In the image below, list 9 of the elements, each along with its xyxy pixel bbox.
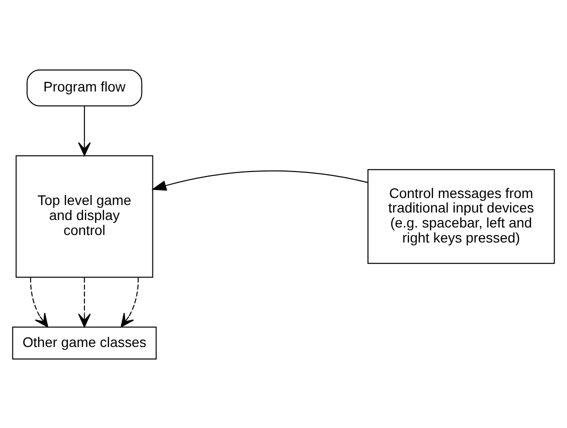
node-box: Control messages from traditional input devices (e.g. spacebar, left and right keys pressed) — [367, 168, 555, 264]
arrow — [30, 276, 48, 327]
arrow — [78, 105, 91, 156]
node-box: Top level game and display control — [16, 154, 154, 278]
node-box: Program flow — [26, 68, 142, 106]
arrow — [151, 170, 368, 190]
arrow — [78, 276, 91, 327]
node-box: Other game classes — [12, 326, 157, 360]
arrow — [120, 276, 139, 327]
